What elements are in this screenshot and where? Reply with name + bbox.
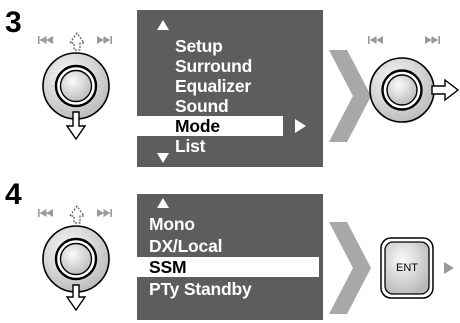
menu-item[interactable]: PTy Standby (149, 279, 252, 299)
knob-center (59, 69, 93, 103)
skip-forward-icon (97, 36, 112, 44)
triangle-down-icon (157, 153, 169, 163)
ent-button[interactable]: ENT (380, 237, 434, 299)
menu-item-selected[interactable]: SSM (137, 257, 319, 277)
menu-item[interactable]: Setup (175, 36, 223, 56)
skip-forward-icon (97, 209, 112, 217)
arrow-up-dashed-icon (68, 204, 86, 224)
flow-arrow (329, 50, 371, 142)
menu-item[interactable]: Sound (175, 96, 229, 116)
triangle-right-icon (295, 119, 306, 133)
display-menu-panel: Setup Surround Equalizer Sound Mode List (137, 10, 323, 167)
display-menu-panel: Mono DX/Local SSM PTy Standby (137, 194, 323, 320)
arrow-up-dashed-icon (68, 31, 86, 51)
control-knob-press-down (38, 204, 112, 312)
triangle-right-icon (444, 262, 454, 274)
skip-forward-icon (425, 36, 440, 44)
knob-center (386, 74, 418, 106)
menu-item[interactable]: Equalizer (175, 76, 252, 96)
ent-button-label: ENT (396, 262, 418, 274)
skip-backward-icon (38, 209, 53, 217)
arrow-down-icon (65, 284, 87, 312)
menu-item[interactable]: DX/Local (149, 236, 223, 256)
step-number: 3 (5, 6, 22, 39)
control-knob-push-right (368, 36, 460, 123)
control-knob-press-down (38, 31, 112, 141)
skip-backward-icon (368, 36, 383, 44)
triangle-up-icon (157, 198, 169, 208)
step-number: 4 (5, 178, 22, 211)
menu-item[interactable]: Mono (149, 214, 195, 234)
arrow-down-icon (65, 111, 87, 141)
flow-arrow (329, 222, 371, 314)
arrow-right-icon (431, 78, 460, 102)
menu-item-selected[interactable]: Mode (137, 116, 283, 136)
menu-item[interactable]: List (175, 136, 206, 156)
triangle-up-icon (157, 20, 169, 30)
menu-item[interactable]: Surround (175, 56, 253, 76)
skip-backward-icon (38, 36, 53, 44)
knob-center (59, 242, 93, 276)
